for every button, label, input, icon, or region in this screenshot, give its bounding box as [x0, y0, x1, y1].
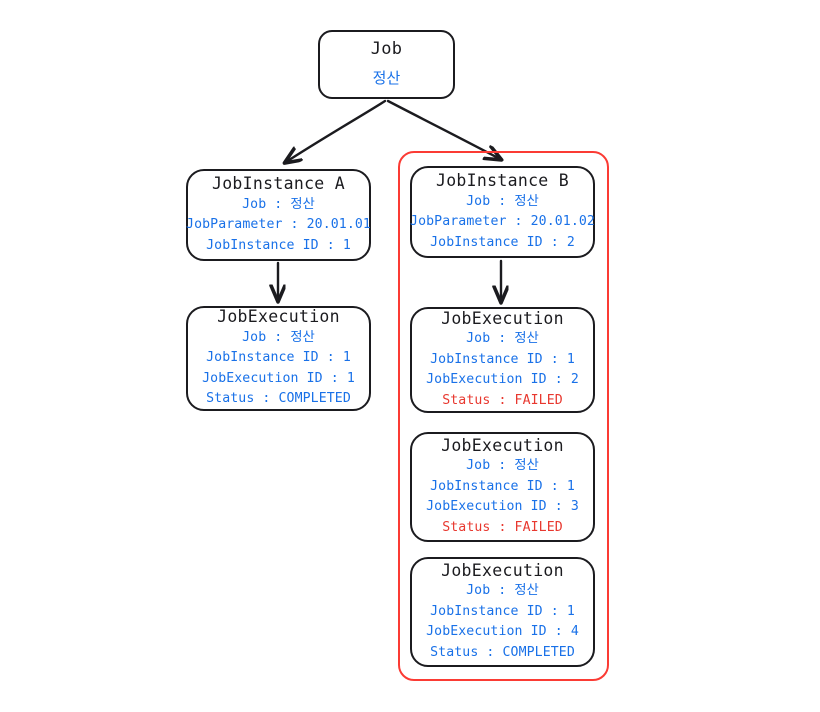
node-jobexecution-b3-row-2: JobExecution ID : 4 [426, 624, 579, 640]
node-jobexecution-b2-status: Status : FAILED [442, 519, 563, 535]
node-jobexecution-b1-row-2: JobExecution ID : 2 [426, 372, 579, 388]
node-jobexecution-b1-row-0: Job : 정산 [466, 331, 539, 347]
node-jobinstance-a-row-2: JobInstance ID : 1 [206, 237, 351, 253]
node-jobinstance-a-row-0: Job : 정산 [242, 196, 315, 212]
node-jobexecution-a1-status: Status : COMPLETED [206, 391, 351, 407]
node-jobexecution-b1-title: JobExecution [441, 308, 564, 328]
node-jobexecution-a1-row-0: Job : 정산 [242, 329, 315, 345]
node-jobexecution-b3-title: JobExecution [441, 560, 564, 580]
node-jobexecution-b1-status: Status : FAILED [442, 392, 563, 408]
node-jobinstance-a-title: JobInstance A [211, 174, 346, 193]
node-jobinstance-b-title: JobInstance B [435, 171, 570, 190]
node-jobinstance-a[interactable]: JobInstance A Job : 정산 JobParameter : 20… [186, 169, 371, 261]
node-jobexecution-b2-row-2: JobExecution ID : 3 [426, 499, 579, 515]
node-jobexecution-a1-title: JobExecution [217, 307, 340, 327]
node-jobexecution-b2-title: JobExecution [441, 435, 564, 455]
node-jobexecution-b2-row-0: Job : 정산 [466, 458, 539, 474]
node-jobexecution-b3[interactable]: JobExecution Job : 정산 JobInstance ID : 1… [410, 557, 595, 667]
node-jobexecution-a1-row-2: JobExecution ID : 1 [202, 370, 355, 386]
node-job-row-0: 정산 [372, 68, 401, 87]
node-jobinstance-a-row-1: JobParameter : 20.01.01 [186, 217, 371, 233]
node-jobexecution-b2-row-1: JobInstance ID : 1 [430, 478, 575, 494]
node-jobexecution-b3-row-1: JobInstance ID : 1 [430, 603, 575, 619]
node-jobexecution-b2[interactable]: JobExecution Job : 정산 JobInstance ID : 1… [410, 432, 595, 542]
node-jobinstance-b[interactable]: JobInstance B Job : 정산 JobParameter : 20… [410, 166, 595, 258]
node-jobinstance-b-row-1: JobParameter : 20.01.02 [410, 214, 595, 230]
node-jobexecution-a1-row-1: JobInstance ID : 1 [206, 350, 351, 366]
jobinstance-b-group-highlight [398, 151, 609, 681]
node-jobexecution-b1[interactable]: JobExecution Job : 정산 JobInstance ID : 1… [410, 307, 595, 413]
node-job[interactable]: Job 정산 [318, 30, 455, 99]
node-jobexecution-b3-row-0: Job : 정산 [466, 583, 539, 599]
node-jobexecution-b3-status: Status : COMPLETED [430, 644, 575, 660]
node-jobinstance-b-row-0: Job : 정산 [466, 193, 539, 209]
node-job-title: Job [370, 39, 403, 60]
node-jobexecution-b1-row-1: JobInstance ID : 1 [430, 351, 575, 367]
node-jobinstance-b-row-2: JobInstance ID : 2 [430, 234, 575, 250]
node-jobexecution-a1[interactable]: JobExecution Job : 정산 JobInstance ID : 1… [186, 306, 371, 411]
connector-job-to-jobinstance-a [286, 99, 387, 162]
